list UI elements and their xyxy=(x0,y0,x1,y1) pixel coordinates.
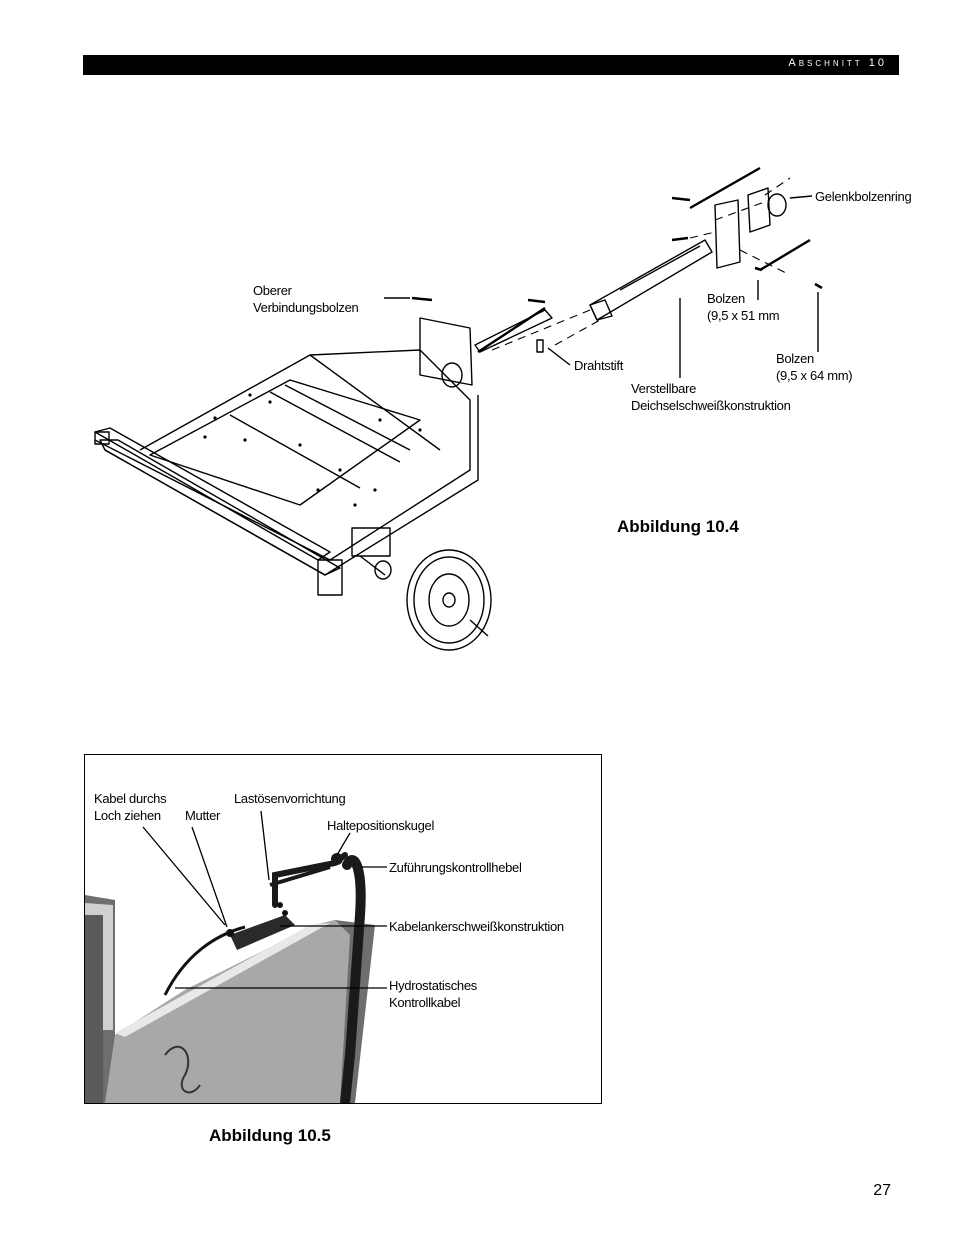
label-kabelanker: Kabelankerschweißkonstruktion xyxy=(389,919,564,934)
nut xyxy=(226,929,234,937)
label-bolzen-64-line1: Bolzen xyxy=(776,351,814,366)
label-kabel-line1: Kabel durchs xyxy=(94,791,167,806)
label-kabel-line2: Loch ziehen xyxy=(94,808,161,823)
left-post xyxy=(85,903,113,1030)
label-lastoesen: Lastösenvorrichtung xyxy=(234,791,346,806)
label-zufuehrungskontrollhebel: Zuführungskontrollhebel xyxy=(389,860,522,875)
pivot-tube xyxy=(474,309,553,353)
frame-outer-rail-lower xyxy=(104,395,479,576)
handle-bar xyxy=(340,855,366,1103)
hitch-bracket xyxy=(747,187,771,233)
label-hydrostatisches-line2: Kontrollkabel xyxy=(389,995,461,1010)
figure-caption-10-5: Abbildung 10.5 xyxy=(209,1126,331,1145)
deck-plate xyxy=(149,379,421,506)
safety-chain-left xyxy=(477,306,546,354)
hitch-mount-plate xyxy=(419,317,473,386)
wheel-tire xyxy=(406,549,492,651)
label-bolzen-64-line2: (9,5 x 64 mm) xyxy=(776,368,853,383)
label-bolzen-51-line1: Bolzen xyxy=(707,291,745,306)
wheel-hub xyxy=(374,560,392,580)
wheel-rim xyxy=(428,573,470,627)
tongue-hitch-plate xyxy=(714,199,741,269)
label-mutter: Mutter xyxy=(185,808,221,823)
page-number: 27 xyxy=(873,1182,891,1199)
label-drahtstift: Drahtstift xyxy=(574,358,624,373)
label-verstellbare-line1: Verstellbare xyxy=(631,381,697,396)
label-gelenkbolzenring: Gelenkbolzenring xyxy=(815,189,912,204)
photo-frame xyxy=(84,754,602,1104)
section-header-bar: Abschnitt 10 xyxy=(83,55,899,75)
front-leg xyxy=(317,559,343,596)
label-oberer-line1: Oberer xyxy=(253,283,292,298)
label-oberer-line2: Verbindungsbolzen xyxy=(253,300,359,315)
label-haltepositionskugel: Haltepositionskugel xyxy=(327,818,435,833)
axle-bracket xyxy=(351,527,391,557)
cable-anchor-weldment xyxy=(230,915,295,950)
safety-chain-bottom xyxy=(759,238,811,272)
label-bolzen-51-line2: (9,5 x 51 mm xyxy=(707,308,780,323)
wire-pin xyxy=(536,339,544,353)
front-end-cap xyxy=(94,431,110,445)
hydrostatic-cable xyxy=(163,925,246,996)
label-hydrostatisches-line1: Hydrostatisches xyxy=(389,978,477,993)
pin-ring xyxy=(767,193,787,217)
section-title: Abschnitt 10 xyxy=(788,57,887,69)
label-verstellbare-line2: Deichselschweißkonstruktion xyxy=(631,398,791,413)
hold-position-ball xyxy=(331,853,343,865)
figure-caption-10-4: Abbildung 10.4 xyxy=(617,517,739,536)
control-cable-photo xyxy=(85,810,387,1103)
front-cross-tube xyxy=(94,427,331,561)
safety-chain-top xyxy=(689,166,761,210)
